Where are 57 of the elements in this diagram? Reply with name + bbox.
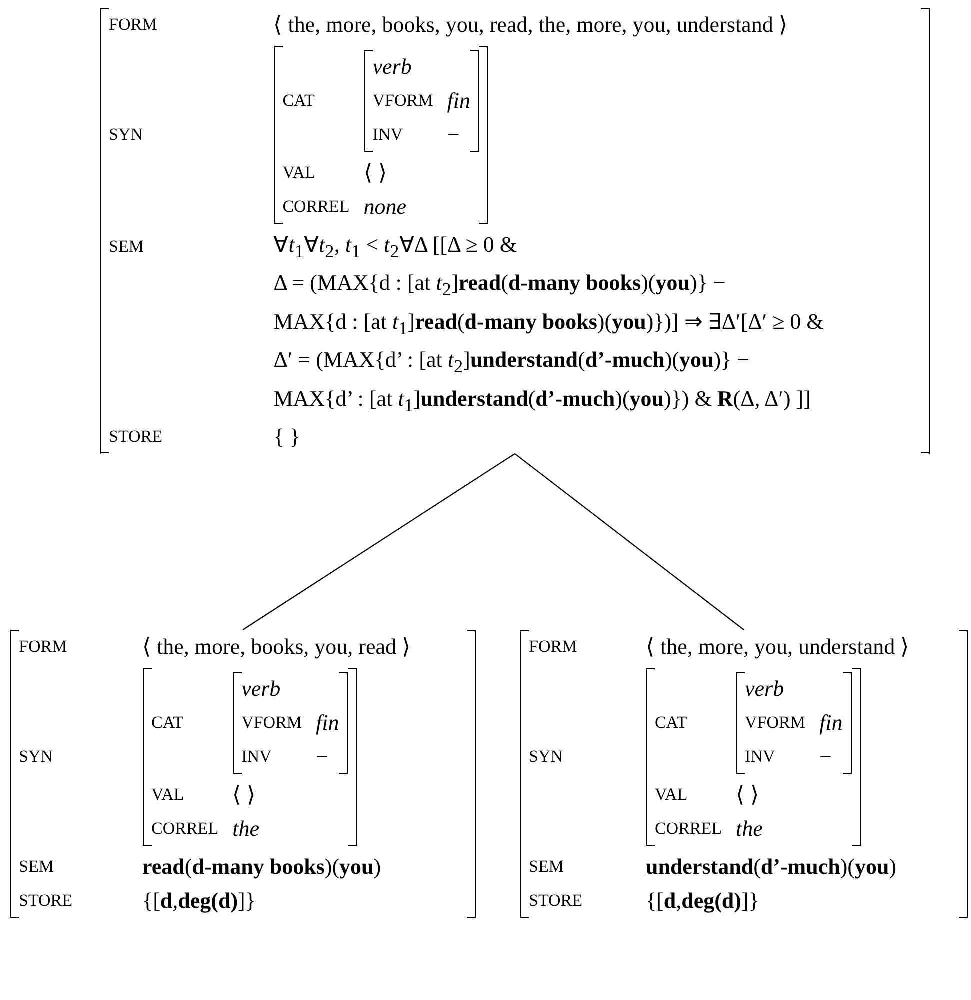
feature-name: VFORM <box>745 713 806 733</box>
feature-value: verb <box>372 54 412 80</box>
tree-branch <box>242 453 516 630</box>
feature-value: verb <box>745 676 784 702</box>
feature-name: CORREL <box>152 819 219 839</box>
feature-value: ⟨ ⟩ <box>364 160 388 186</box>
feature-name: SEM <box>109 237 144 258</box>
feature-name: VAL <box>152 785 184 805</box>
feature-name: CAT <box>152 713 184 733</box>
feature-value: fin <box>447 88 470 114</box>
feature-value: − <box>820 744 832 770</box>
formula-line: MAX{d : [at t$_{1}$]read(d-many books)(you)})] ⇒ ∃Δ′[Δ′ ≥ 0 & <box>274 308 824 340</box>
feature-value: ⟨ the, more, books, you, read ⟩ <box>142 634 412 660</box>
feature-name: SYN <box>109 125 144 145</box>
feature-value: the <box>736 816 763 842</box>
feature-name: FORM <box>19 637 68 657</box>
feature-value: none <box>364 194 407 220</box>
feature-name: STORE <box>109 426 163 447</box>
feature-name: FORM <box>529 637 578 657</box>
feature-name: CAT <box>654 713 688 733</box>
feature-value: verb <box>242 676 281 702</box>
feature-value: { } <box>274 424 300 450</box>
feature-name: SYN <box>529 747 564 767</box>
feature-name: VAL <box>654 785 688 805</box>
feature-name: STORE <box>529 891 583 911</box>
feature-name: FORM <box>109 15 158 35</box>
formula-line: Δ = (MAX{d : [at t$_{2}$]read(d-many books)(you)} − <box>274 270 726 301</box>
feature-value: {[d,deg(d)]} <box>142 888 256 914</box>
feature-value: the <box>232 816 260 842</box>
feature-value: {[d,deg(d)]} <box>646 888 760 914</box>
feature-name: SEM <box>19 857 54 877</box>
feature-value: − <box>316 744 328 770</box>
formula-line: Δ′ = (MAX{d’ : [at t$_{2}$]understand(d’-much)(you)} − <box>274 347 750 378</box>
feature-name: CORREL <box>282 197 350 217</box>
feature-name: VAL <box>282 163 316 183</box>
feature-name: SEM <box>529 857 564 877</box>
feature-value: ⟨ ⟩ <box>736 782 760 808</box>
feature-value: understand(d’-much)(you) <box>646 854 897 880</box>
feature-name: VFORM <box>372 91 434 111</box>
feature-value: − <box>447 122 460 148</box>
feature-name: CAT <box>282 91 315 111</box>
formula-line: MAX{d’ : [at t$_{1}$]understand(d’-much)(you)}) & R(Δ, Δ′) ]] <box>274 386 811 416</box>
feature-name: SYN <box>19 747 54 767</box>
feature-value: ⟨ the, more, you, understand ⟩ <box>646 634 910 660</box>
feature-value: fin <box>820 710 843 736</box>
feature-name: VFORM <box>242 713 302 733</box>
feature-value: ⟨ ⟩ <box>232 782 256 808</box>
formula-line: ∀t$_{1}$∀t$_{2}$, t$_{1}$ < t$_{2}$∀Δ [[Δ ≥ 0 & <box>274 232 518 262</box>
feature-name: STORE <box>19 891 73 911</box>
tree-branch <box>514 453 744 630</box>
feature-name: INV <box>372 125 403 145</box>
feature-name: INV <box>745 747 776 767</box>
feature-value: ⟨ the, more, books, you, read, the, more, you, understand ⟩ <box>274 12 788 38</box>
feature-name: INV <box>242 747 272 767</box>
feature-name: CORREL <box>654 819 722 839</box>
feature-value: fin <box>316 710 340 736</box>
feature-value: read(d-many books)(you) <box>142 854 382 880</box>
